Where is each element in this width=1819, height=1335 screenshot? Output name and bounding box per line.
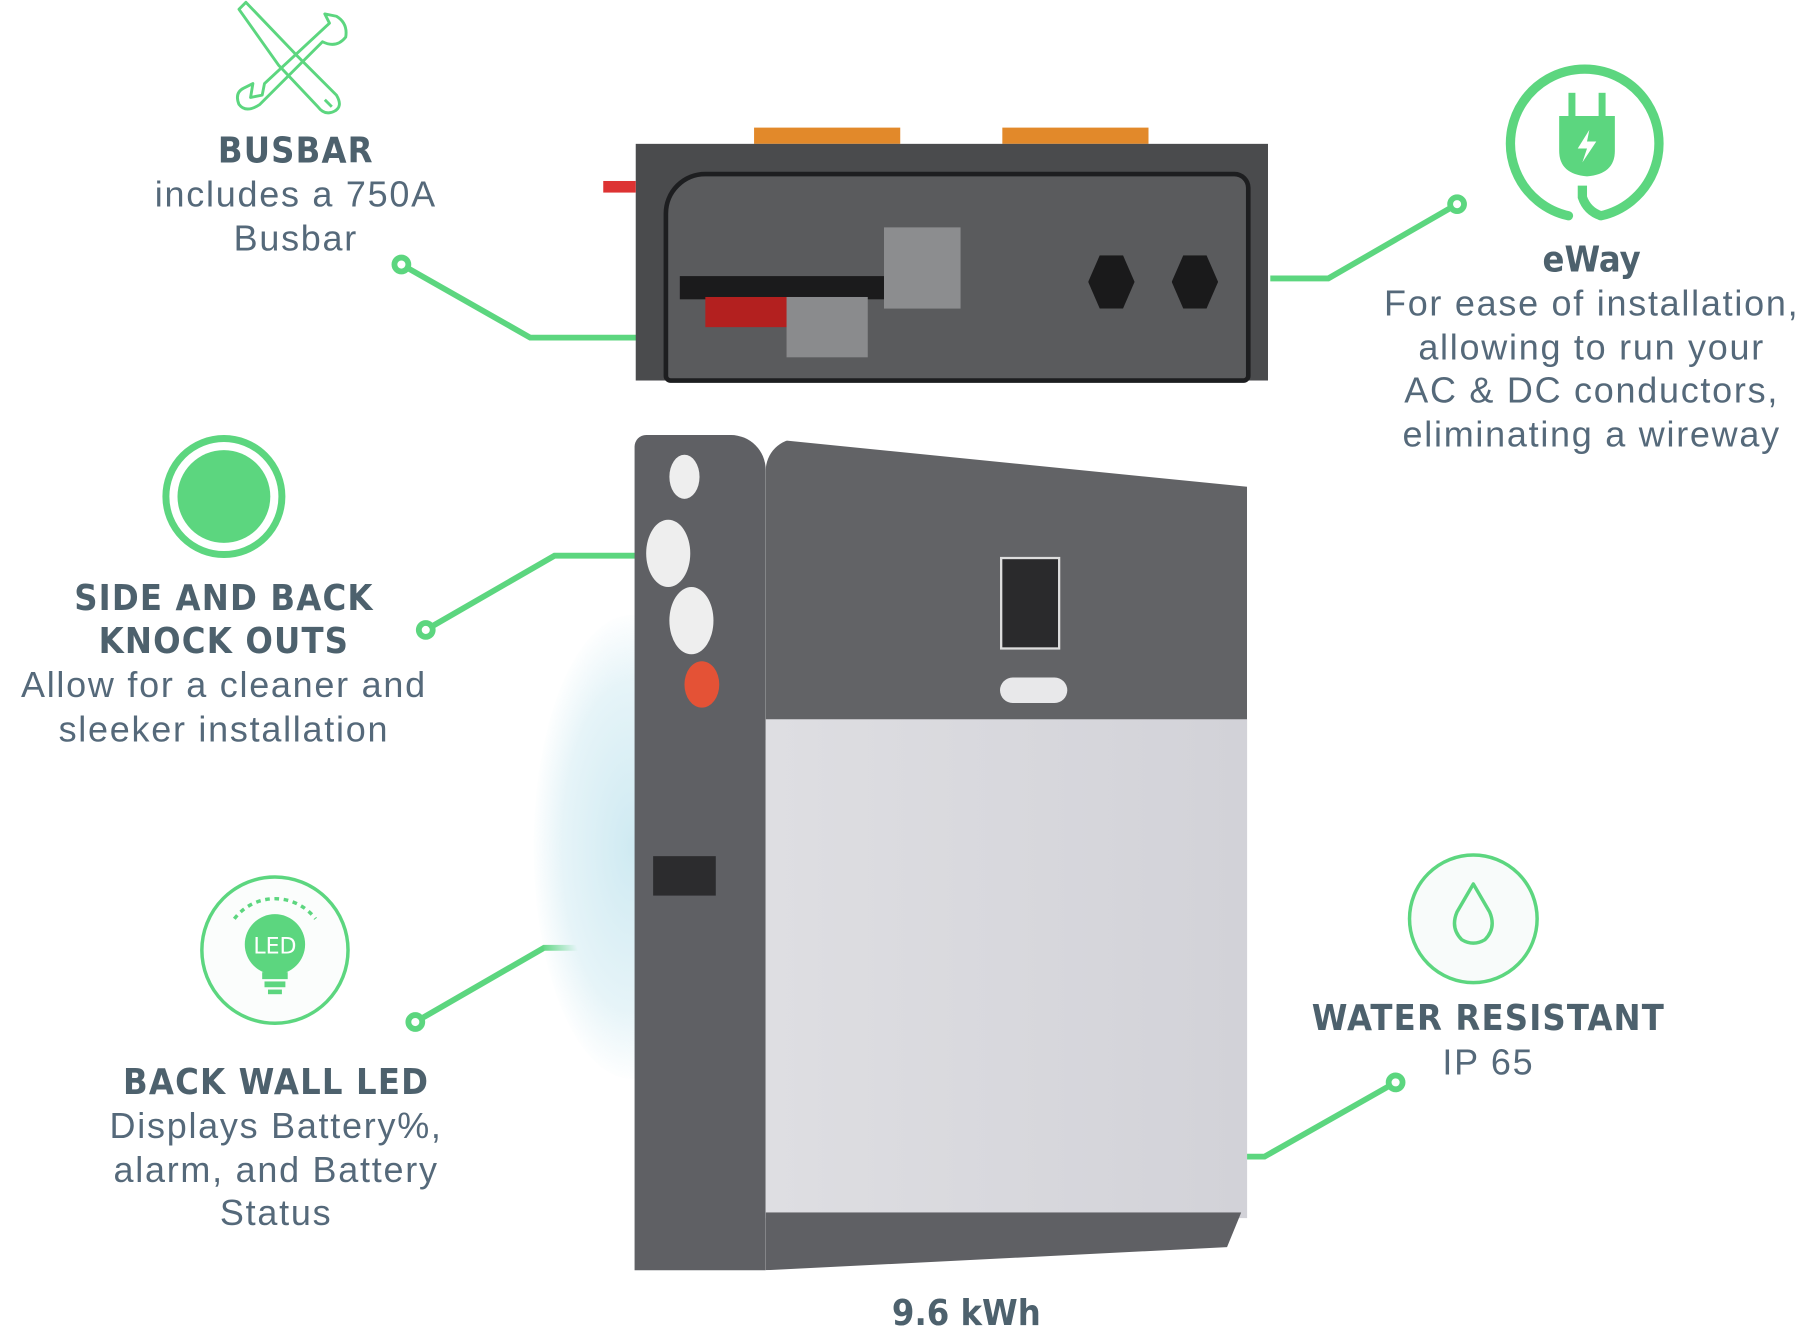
feature-desc-line: IP 65 — [1442, 1041, 1535, 1083]
feature-knockouts: SIDE AND BACK KNOCK OUTS Allow for a cle… — [0, 578, 459, 751]
feature-title: KNOCK OUTS — [98, 620, 350, 663]
battery-unit-image — [533, 429, 1253, 1282]
capacity-label: 9.6 kWh — [891, 1292, 1041, 1335]
busbar-interior-view — [603, 127, 1268, 383]
feature-desc-line: Allow for a cleaner and — [20, 664, 427, 706]
feature-title: BACK WALL LED — [123, 1061, 430, 1104]
feature-desc-line: AC & DC conductors, — [1404, 370, 1780, 411]
feature-desc-line: allowing to run your — [1418, 326, 1765, 368]
feature-title: BUSBAR — [217, 129, 374, 172]
led-icon-text: LED — [253, 935, 296, 960]
feature-busbar: BUSBAR includes a 750A Busbar — [116, 130, 476, 260]
feature-title: eWay — [1542, 238, 1641, 281]
feature-desc-line: alarm, and Battery — [113, 1149, 439, 1190]
wrench-screwdriver-icon — [236, 0, 348, 115]
water-drop-icon — [1407, 853, 1539, 985]
feature-desc-line: Status — [219, 1192, 333, 1234]
feature-eway: eWay For ease of installation, allowing … — [1355, 239, 1819, 456]
feature-desc-line: eliminating a wireway — [1402, 413, 1781, 455]
feature-desc-line: Busbar — [233, 217, 359, 259]
feature-desc-line: Displays Battery%, — [109, 1105, 443, 1147]
feature-title: WATER RESISTANT — [1311, 997, 1666, 1040]
knockouts-callout-line — [424, 552, 636, 633]
circle-icon — [162, 435, 286, 559]
feature-desc-line: sleeker installation — [58, 708, 390, 749]
feature-led: BACK WALL LED Displays Battery%, alarm, … — [70, 1061, 483, 1234]
plug-icon — [1505, 64, 1664, 221]
feature-water: WATER RESISTANT IP 65 — [1276, 998, 1701, 1084]
water-callout-line — [1244, 1079, 1398, 1160]
feature-desc-line: For ease of installation, — [1383, 283, 1800, 324]
led-bulb-icon: LED — [200, 875, 350, 1025]
eway-callout-line — [1270, 201, 1459, 282]
feature-title: SIDE AND BACK — [74, 577, 374, 620]
feature-desc-line: includes a 750A — [154, 174, 437, 215]
